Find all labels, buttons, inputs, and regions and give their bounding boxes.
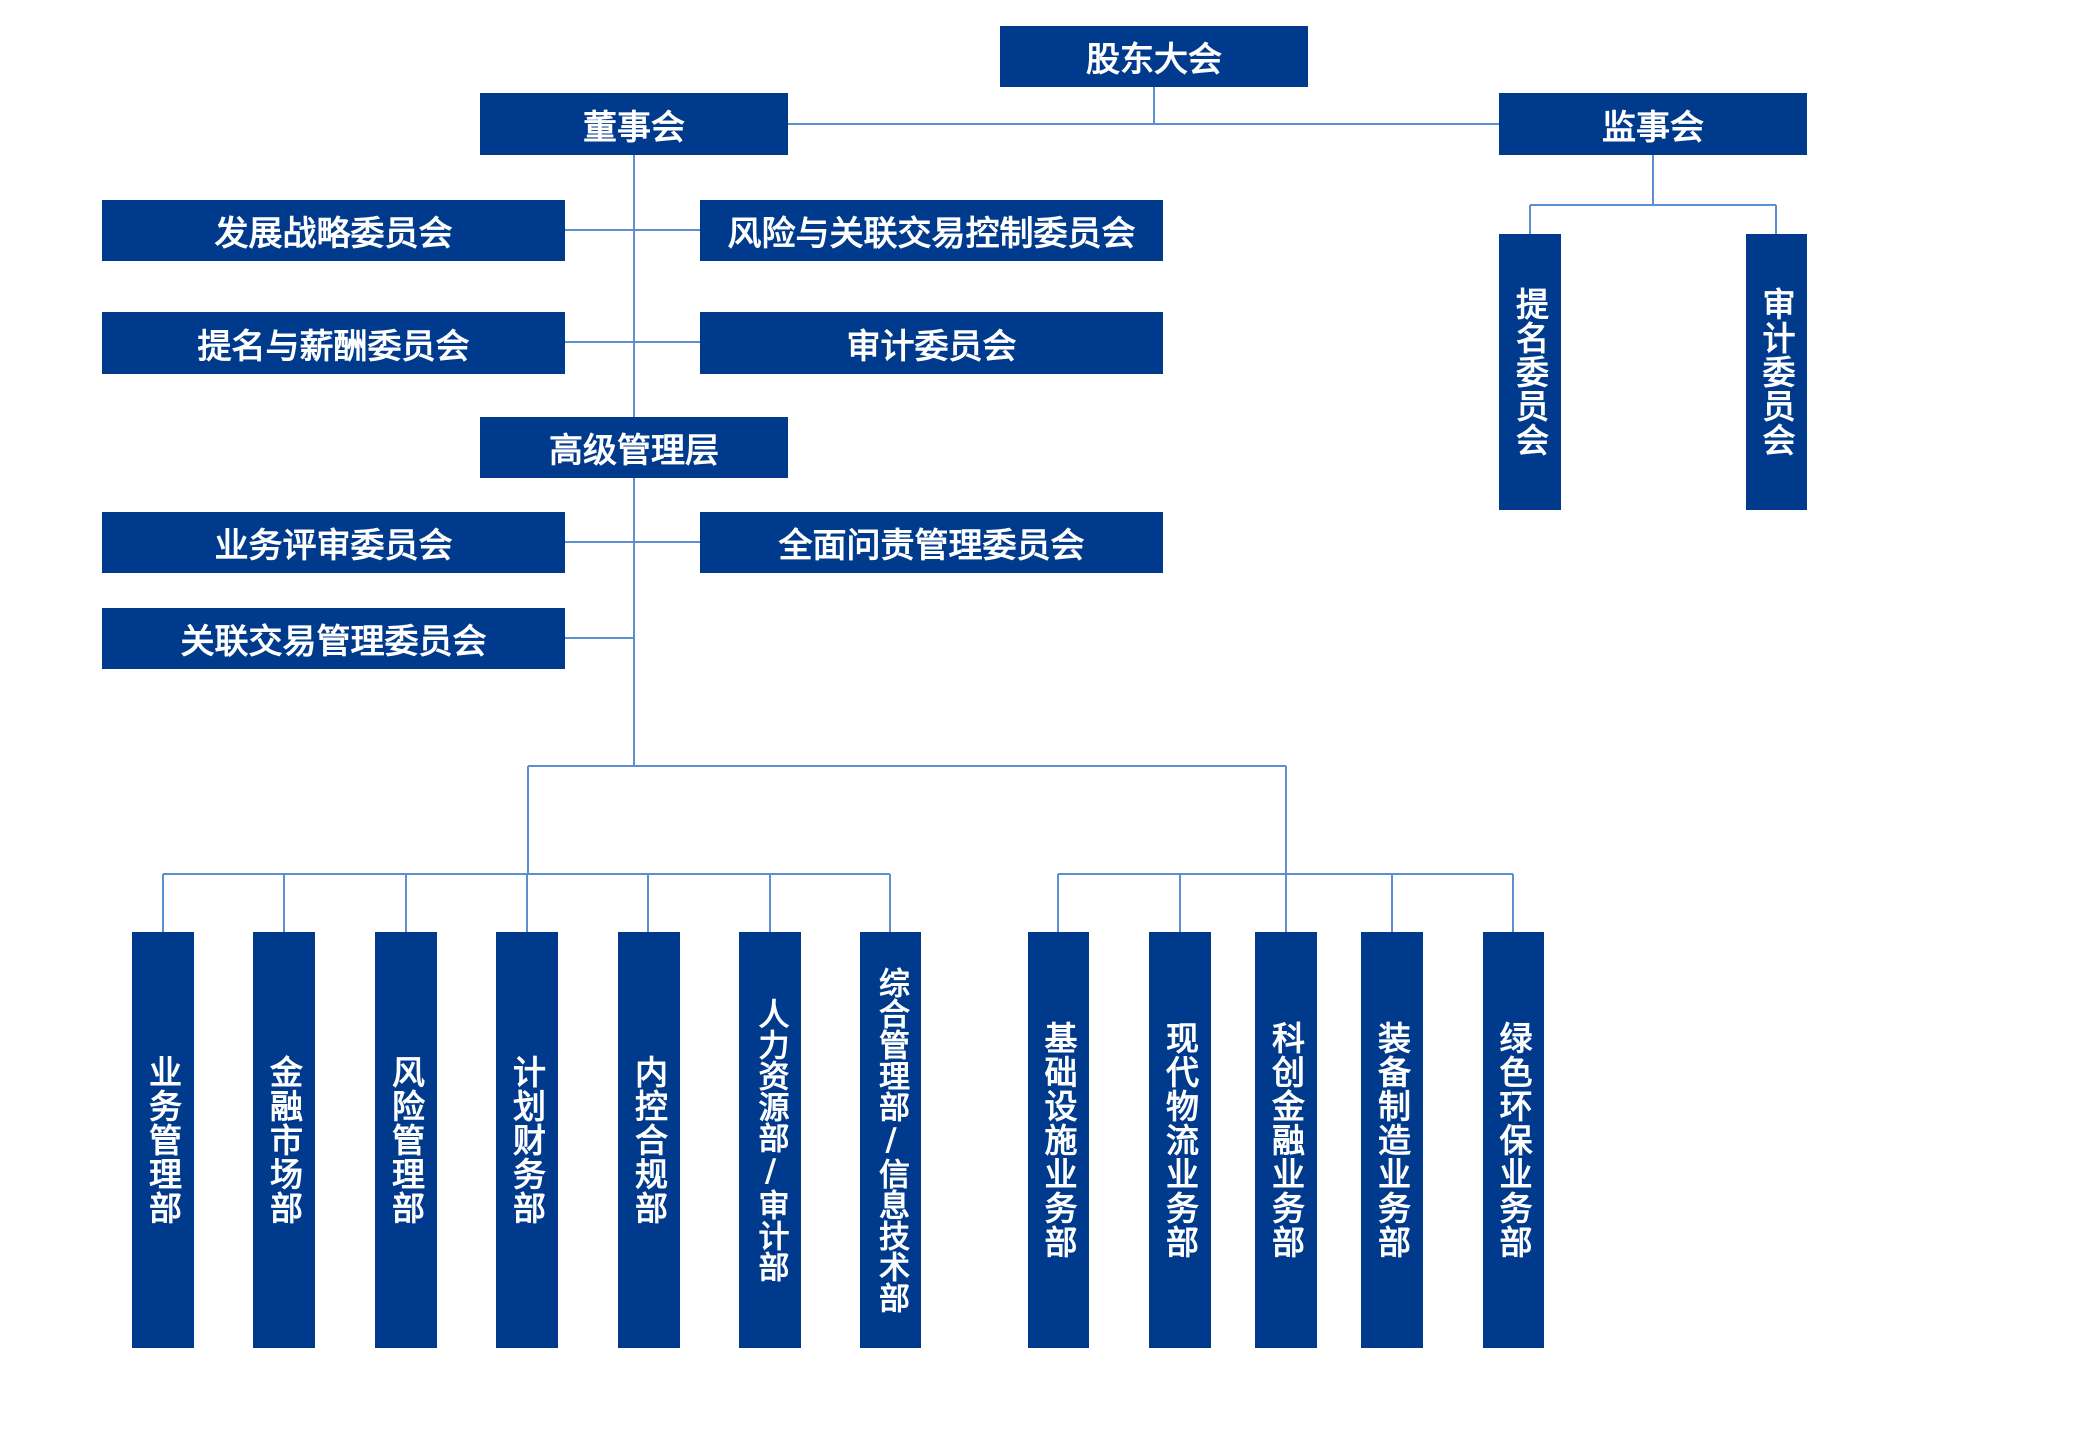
senior-management-box: 高级管理层 bbox=[480, 417, 788, 478]
development-strategy-committee-box: 发展战略委员会 bbox=[102, 200, 565, 261]
supervisor-nomination-committee-box: 提名委员会 bbox=[1499, 234, 1561, 510]
risk-related-transaction-committee-box: 风险与关联交易控制委员会 bbox=[700, 200, 1163, 261]
supervisor-audit-committee-box: 审计委员会 bbox=[1746, 234, 1807, 510]
department-box: 基础设施业务部 bbox=[1028, 932, 1089, 1348]
department-box: 风险管理部 bbox=[375, 932, 437, 1348]
department-box: 绿色环保业务部 bbox=[1483, 932, 1544, 1348]
department-box: 综合管理部/信息技术部 bbox=[860, 932, 921, 1348]
department-box: 科创金融业务部 bbox=[1255, 932, 1317, 1348]
department-box: 装备制造业务部 bbox=[1361, 932, 1423, 1348]
department-box: 金融市场部 bbox=[253, 932, 315, 1348]
related-transaction-management-committee-box: 关联交易管理委员会 bbox=[102, 608, 565, 669]
audit-committee-box: 审计委员会 bbox=[700, 312, 1163, 374]
department-box: 计划财务部 bbox=[496, 932, 558, 1348]
department-box: 现代物流业务部 bbox=[1149, 932, 1211, 1348]
department-box: 业务管理部 bbox=[132, 932, 194, 1348]
board-of-directors-box: 董事会 bbox=[480, 93, 788, 155]
accountability-committee-box: 全面问责管理委员会 bbox=[700, 512, 1163, 573]
department-box: 人力资源部/审计部 bbox=[739, 932, 801, 1348]
business-review-committee-box: 业务评审委员会 bbox=[102, 512, 565, 573]
board-of-supervisors-box: 监事会 bbox=[1499, 93, 1807, 155]
shareholders-meeting-box: 股东大会 bbox=[1000, 26, 1308, 87]
nomination-remuneration-committee-box: 提名与薪酬委员会 bbox=[102, 312, 565, 374]
department-box: 内控合规部 bbox=[618, 932, 680, 1348]
